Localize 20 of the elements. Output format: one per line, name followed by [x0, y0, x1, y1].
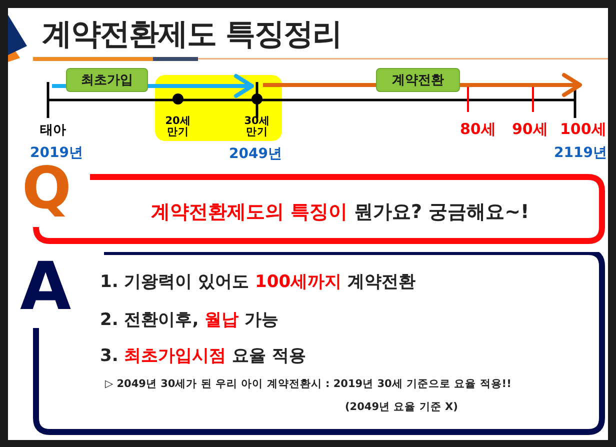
note-text: (2049년 요율 기준 X) [345, 400, 458, 414]
q-letter: Q [22, 159, 72, 217]
title: 계약전환제도 특징정리 [42, 16, 342, 54]
age-label: 100세 [560, 120, 606, 139]
year-label: 2019년 [30, 144, 83, 162]
year-label: 2119년 [554, 144, 607, 162]
a-letter: A [20, 254, 72, 320]
year-label: 2049년 [229, 145, 282, 163]
age-label: 30세 만기 [243, 116, 271, 138]
age-label: 90세 [512, 120, 548, 139]
age-label: 태아 [40, 122, 66, 139]
answer-item: 1. 기왕력이 있어도 100세까지 계약전환 [100, 271, 416, 293]
age-label: 20세 만기 [164, 116, 192, 138]
age-label: 80세 [460, 120, 496, 139]
note-text: ▷ 2049년 30세가 된 우리 아이 계약전환시 : 2019년 30세 기준으로 요율 적용!! [105, 377, 512, 391]
question-text: 계약전환제도의 특징이 뭔가요? 궁금해요~! [150, 200, 530, 225]
answer-item: 2. 전환이후, 월납 가능 [100, 309, 279, 331]
label-tag: 계약전환 [376, 68, 460, 92]
answer-item: 3. 최초가입시점 요율 적용 [100, 345, 306, 367]
label-tag: 최초가입 [66, 68, 148, 92]
